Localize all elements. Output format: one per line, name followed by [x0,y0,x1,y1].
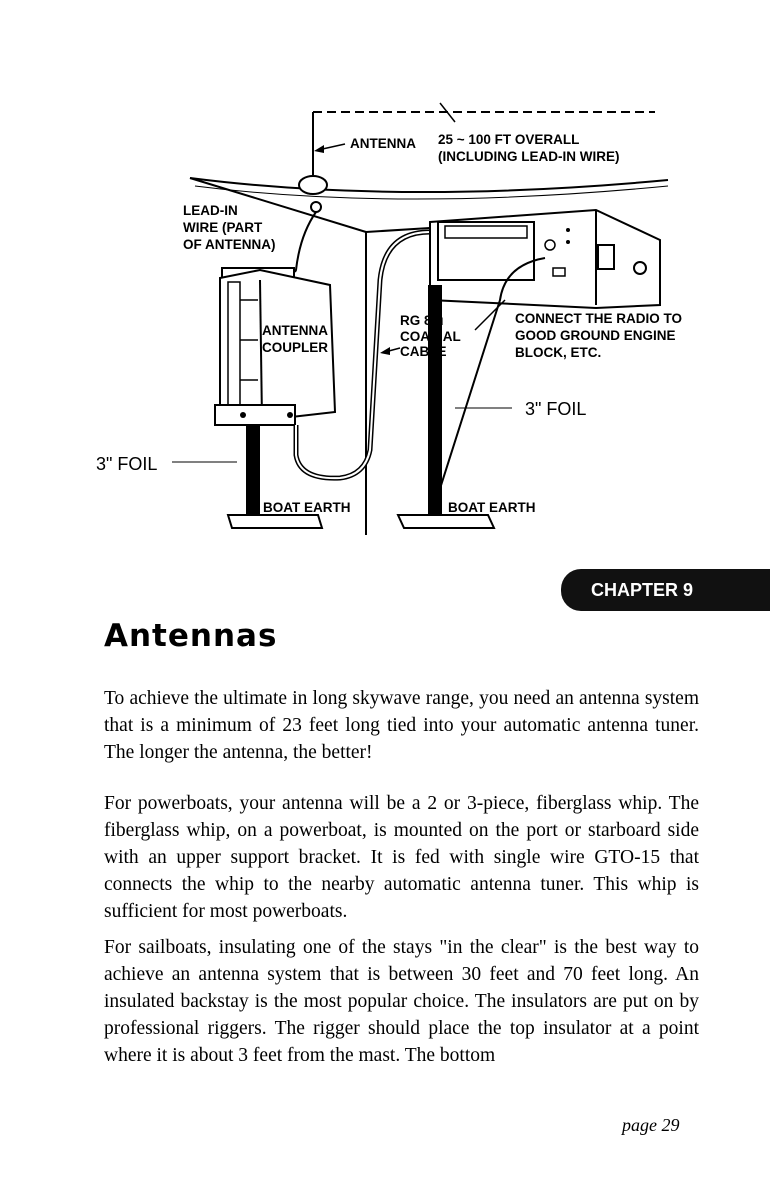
label-coupler-1: ANTENNA [262,323,328,338]
label-coupler-2: COUPLER [262,340,328,355]
label-foil-right: 3" FOIL [525,399,586,419]
ground-pointer [474,299,506,331]
deck-insulator [298,175,328,195]
label-foil-left: 3" FOIL [96,454,157,474]
label-overall-1: 25 ~ 100 FT OVERALL [438,132,579,147]
radio-ground-plate [396,514,496,529]
body-paragraph: To achieve the ultimate in long skywave … [104,688,699,763]
insulator-feedthrough [310,201,322,213]
label-leadin-3: OF ANTENNA) [183,237,276,252]
chapter-tab: CHAPTER 9 [561,569,770,611]
antenna-installation-diagram: ANTENNA 25 ~ 100 FT OVERALL (INCLUDING L… [96,102,682,535]
deck-line-2 [194,185,669,200]
radio-ground-wire [429,257,546,521]
coax-arrowhead [380,347,390,355]
label-ground-3: BLOCK, ETC. [515,345,601,360]
label-boat-earth-left: BOAT EARTH [263,500,351,515]
label-coax-3: CABLE [400,344,447,359]
antenna-coupler-box [214,267,337,426]
label-leadin-2: WIRE (PART [183,220,263,235]
label-boat-earth-right: BOAT EARTH [448,500,536,515]
label-ground-2: GOOD GROUND ENGINE [515,328,676,343]
label-antenna: ANTENNA [350,136,416,151]
coax-cable-inner [295,231,431,480]
chapter-title: Antennas [104,618,278,654]
label-leadin-1: LEAD-IN [183,203,238,218]
lead-in-wire [294,211,317,273]
deck-line [189,177,669,193]
antenna-arrowhead [314,145,324,153]
body-paragraph: For sailboats, insulating one of the sta… [104,937,699,1066]
label-ground-1: CONNECT THE RADIO TO [515,311,682,326]
label-overall-2: (INCLUDING LEAD-IN WIRE) [438,149,619,164]
wire-tick [439,102,456,123]
coupler-ground-plate [226,514,324,529]
deck-edge [189,177,367,233]
bulkhead-top [365,227,431,233]
page-number: page 29 [622,1115,680,1135]
radio-ground-bus [428,285,442,515]
coupler-ground-bus [246,425,260,515]
label-coax-2: COAXIAL [400,329,461,344]
body-paragraph: For powerboats, your antenna will be a 2… [104,793,699,922]
label-coax-1: RG 8 u [400,313,444,328]
